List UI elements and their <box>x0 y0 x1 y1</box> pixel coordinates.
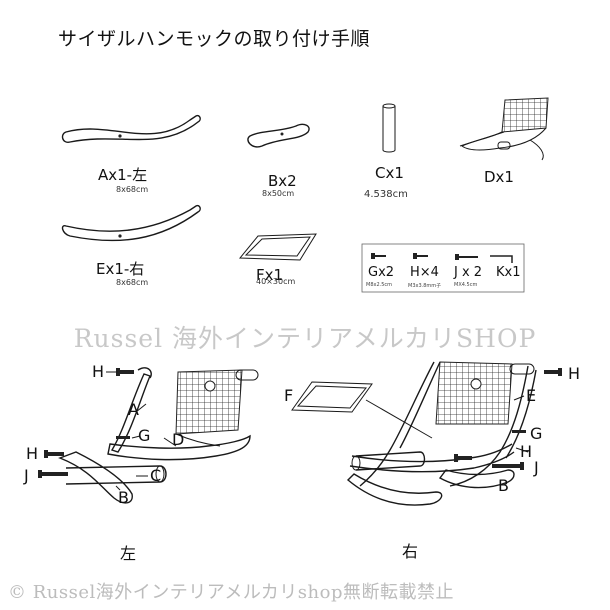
right-callout-g: G <box>530 424 543 443</box>
left-caption: 左 <box>120 544 137 563</box>
left-callout-h-mid: H <box>26 444 39 463</box>
part-a-label: Ax1-左 <box>98 166 148 184</box>
right-callout-h-mid: H <box>520 442 533 461</box>
left-callout-c: C <box>150 466 162 485</box>
part-j-label: J x 2 <box>454 265 483 280</box>
part-g-size: M8x2.5cm <box>366 282 393 288</box>
left-screw-j <box>38 470 68 478</box>
right-caption: 右 <box>402 542 419 561</box>
part-e-label: Ex1-右 <box>96 260 145 278</box>
hardware-box <box>361 243 525 293</box>
part-h-label: H×4 <box>410 265 439 280</box>
part-c-tube <box>382 103 396 153</box>
left-callout-g: G <box>138 426 151 445</box>
part-f-tray <box>238 233 317 261</box>
right-callout-e: E <box>526 386 537 405</box>
part-b-label: Bx2 <box>268 172 297 190</box>
watermark: Russel 海外インテリアメルカリSHOP <box>73 324 537 353</box>
part-j-size: MX4.5cm <box>454 282 478 288</box>
left-callout-j: J <box>24 466 29 485</box>
left-screw-h-mid <box>44 450 64 458</box>
right-screw-h-mid <box>454 454 472 462</box>
part-e-rail <box>61 204 201 242</box>
part-d-hammock <box>459 97 549 161</box>
part-e-size: 8x68cm <box>116 278 149 287</box>
copyright-footer: © Russel海外インテリアメルカリshop無断転載禁止 <box>8 582 454 603</box>
page-title: サイザルハンモックの取り付け手順 <box>58 28 371 50</box>
left-callout-h-top: H <box>92 362 105 381</box>
part-a-rail <box>61 114 201 143</box>
left-callout-b: B <box>118 488 129 507</box>
part-c-label: Cx1 <box>375 164 404 182</box>
right-assembly <box>291 361 562 506</box>
part-d-label: Dx1 <box>484 168 514 186</box>
right-screw-g <box>512 430 526 433</box>
right-screw-j <box>492 462 524 470</box>
right-callout-b: B <box>498 476 509 495</box>
part-h-size: M3x3.8mm子 <box>408 283 442 289</box>
part-c-size: 4.538cm <box>364 189 408 200</box>
left-callout-a: A <box>128 400 139 419</box>
left-screw-g <box>116 436 130 439</box>
left-assembly <box>38 367 259 504</box>
part-b-size: 8x50cm <box>262 189 295 198</box>
right-callout-h-top: H <box>568 364 581 383</box>
part-f-size: 40×30cm <box>256 277 296 286</box>
left-screw-h-top <box>116 368 134 376</box>
part-k-label: Kx1 <box>496 265 521 280</box>
right-callout-j: J <box>534 458 539 477</box>
part-g-label: Gx2 <box>368 265 395 280</box>
part-a-size: 8x68cm <box>116 185 149 194</box>
part-b-piece <box>247 123 310 148</box>
part-f-label: Fx1 <box>256 266 284 284</box>
right-callout-f: F <box>284 386 294 405</box>
right-screw-h-top <box>544 368 562 376</box>
left-callout-d: D <box>172 430 185 449</box>
